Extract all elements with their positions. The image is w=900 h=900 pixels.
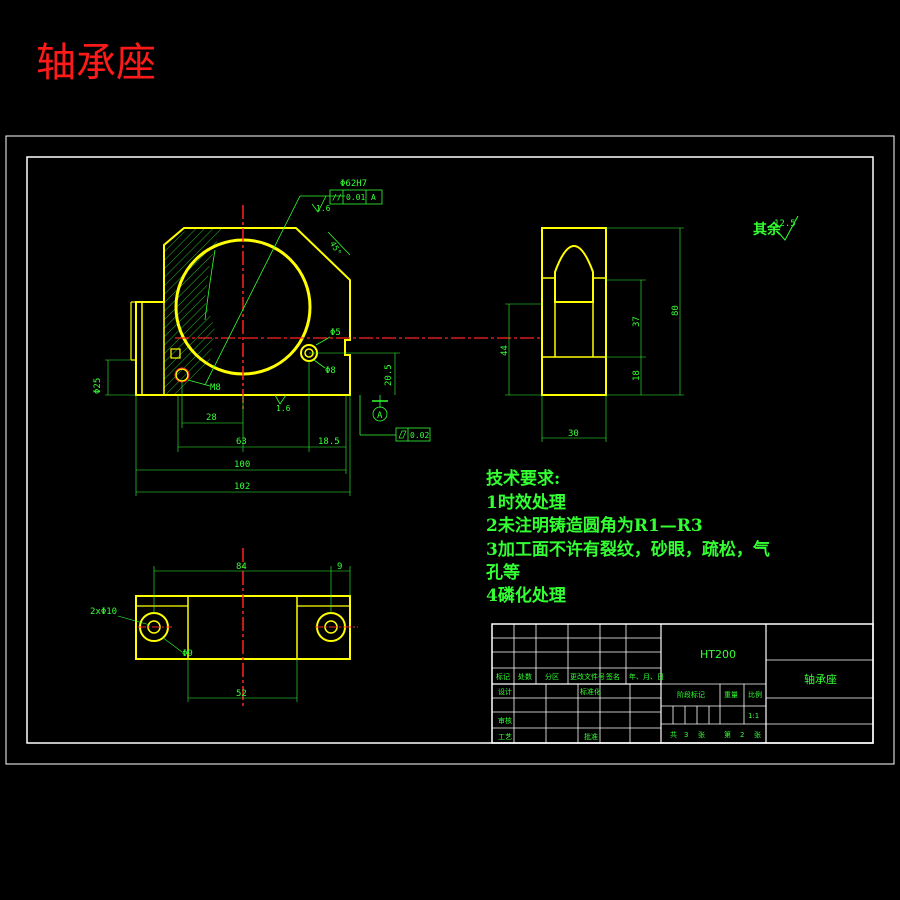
section-hatch [164,228,222,395]
dim-9: 9 [337,562,342,572]
flatness-symbol [398,430,407,439]
front-view: Φ62H7 // 0.01 A 1.6 1.6 45° Φ5 Φ8 M8 Φ25… [93,179,540,496]
roughness-bottom: 1.6 [276,404,291,413]
tech-item-5: 4磷化处理 [486,585,566,606]
drawing-heading: 轴承座 [36,40,156,86]
d5-leader [315,336,331,346]
dim-d8: Φ8 [325,366,336,376]
roughness-rest-symbol [777,215,799,241]
dim-84: 84 [236,562,247,572]
dim-30: 30 [568,429,579,439]
flatness-frame [395,427,431,442]
side-view: 37 18 80 44 30 [500,227,684,442]
dim-18: 18 [632,370,642,381]
tb-standardize: 标准化 [580,687,601,696]
datum-ref: A [371,193,376,202]
curve-leader [204,249,216,321]
tb-header-3: 更改文件号 [570,672,605,681]
diameter-leader [204,195,301,386]
tb-sheets1: 张 [698,730,705,739]
tb-sheet-num: 2 [740,731,744,739]
tb-stage-mark: 阶段标记 [677,690,705,699]
tech-title: 技术要求: [486,468,560,489]
tb-weight: 重量 [724,691,738,699]
m8-leader [187,379,211,387]
dim-20-5: 20.5 [384,364,394,386]
datum-circle [372,406,388,422]
dim-52: 52 [236,689,247,699]
dim-80: 80 [671,305,681,316]
dim-m8: M8 [210,383,221,393]
parallelism-value: 0.01 [346,193,365,202]
tolerance-frame [329,189,383,205]
tb-total: 共 [670,730,677,739]
dim-44: 44 [500,345,510,356]
tech-item-2: 2未注明铸造圆角为R1—R3 [486,515,703,536]
dim-37: 37 [632,316,642,327]
tb-header-4: 签名 [606,672,620,681]
flatness-value: 0.02 [410,431,429,440]
dim-holes: 2xΦ10 [90,607,117,617]
inner-frame [26,156,874,744]
side-arch [554,245,594,303]
roughness-bottom-symbol [274,394,287,405]
title-block [491,623,874,744]
chamfer-leader [327,231,351,256]
tb-material: HT200 [700,648,736,661]
tech-item-1: 1时效处理 [486,492,566,513]
tb-part-name: 轴承座 [804,672,837,686]
holes-leader [117,615,151,626]
tech-item-4: 孔等 [486,562,520,583]
tb-total-num: 3 [684,731,688,739]
tb-scale: 1:1 [748,712,759,720]
tb-sheet-no: 第 [724,730,731,739]
tb-design: 设计 [498,687,512,696]
tb-review: 审核 [498,716,512,725]
side-body [541,227,607,396]
tb-process: 工艺 [498,733,512,741]
datum-label: A [377,411,383,421]
tb-header-2: 分区 [545,672,559,681]
dim-18-5: 18.5 [318,437,340,447]
tb-header-5: 年、月、日 [629,672,664,681]
dim-d9: Φ9 [182,649,193,659]
tb-approve: 批准 [584,732,598,741]
tb-sheets2: 张 [754,730,761,739]
chamfer-label: 45° [328,240,343,257]
dim-63: 63 [236,437,247,447]
parallelism-symbol: // [332,193,342,202]
tech-item-3: 3加工面不许有裂纹，砂眼，疏松，气 [486,539,770,560]
tb-ratio: 比例 [748,690,762,699]
dim-100: 100 [234,460,250,470]
tolerance-diameter: Φ62H7 [340,179,367,189]
outer-frame [5,135,895,765]
roughness-top-symbol [311,195,327,213]
roughness-top: 1.6 [316,204,331,213]
dim-28: 28 [206,413,217,423]
small-square [170,348,181,359]
dim-d25: Φ25 [93,378,103,394]
tb-header-1: 处数 [518,672,532,681]
d9-leader [161,636,183,653]
tech-requirements: 技术要求: 1时效处理 2未注明铸造圆角为R1—R3 3加工面不许有裂纹，砂眼，… [486,468,770,606]
roughness-rest-label: 其余 [753,221,782,238]
dim-102: 102 [234,482,250,492]
roughness-rest-value: 12.5 [774,219,796,229]
top-view: 84 9 2xΦ10 Φ9 52 [90,548,358,708]
dim-d5: Φ5 [330,328,341,338]
d8-leader [313,359,326,369]
tb-header-0: 标记 [496,672,510,681]
